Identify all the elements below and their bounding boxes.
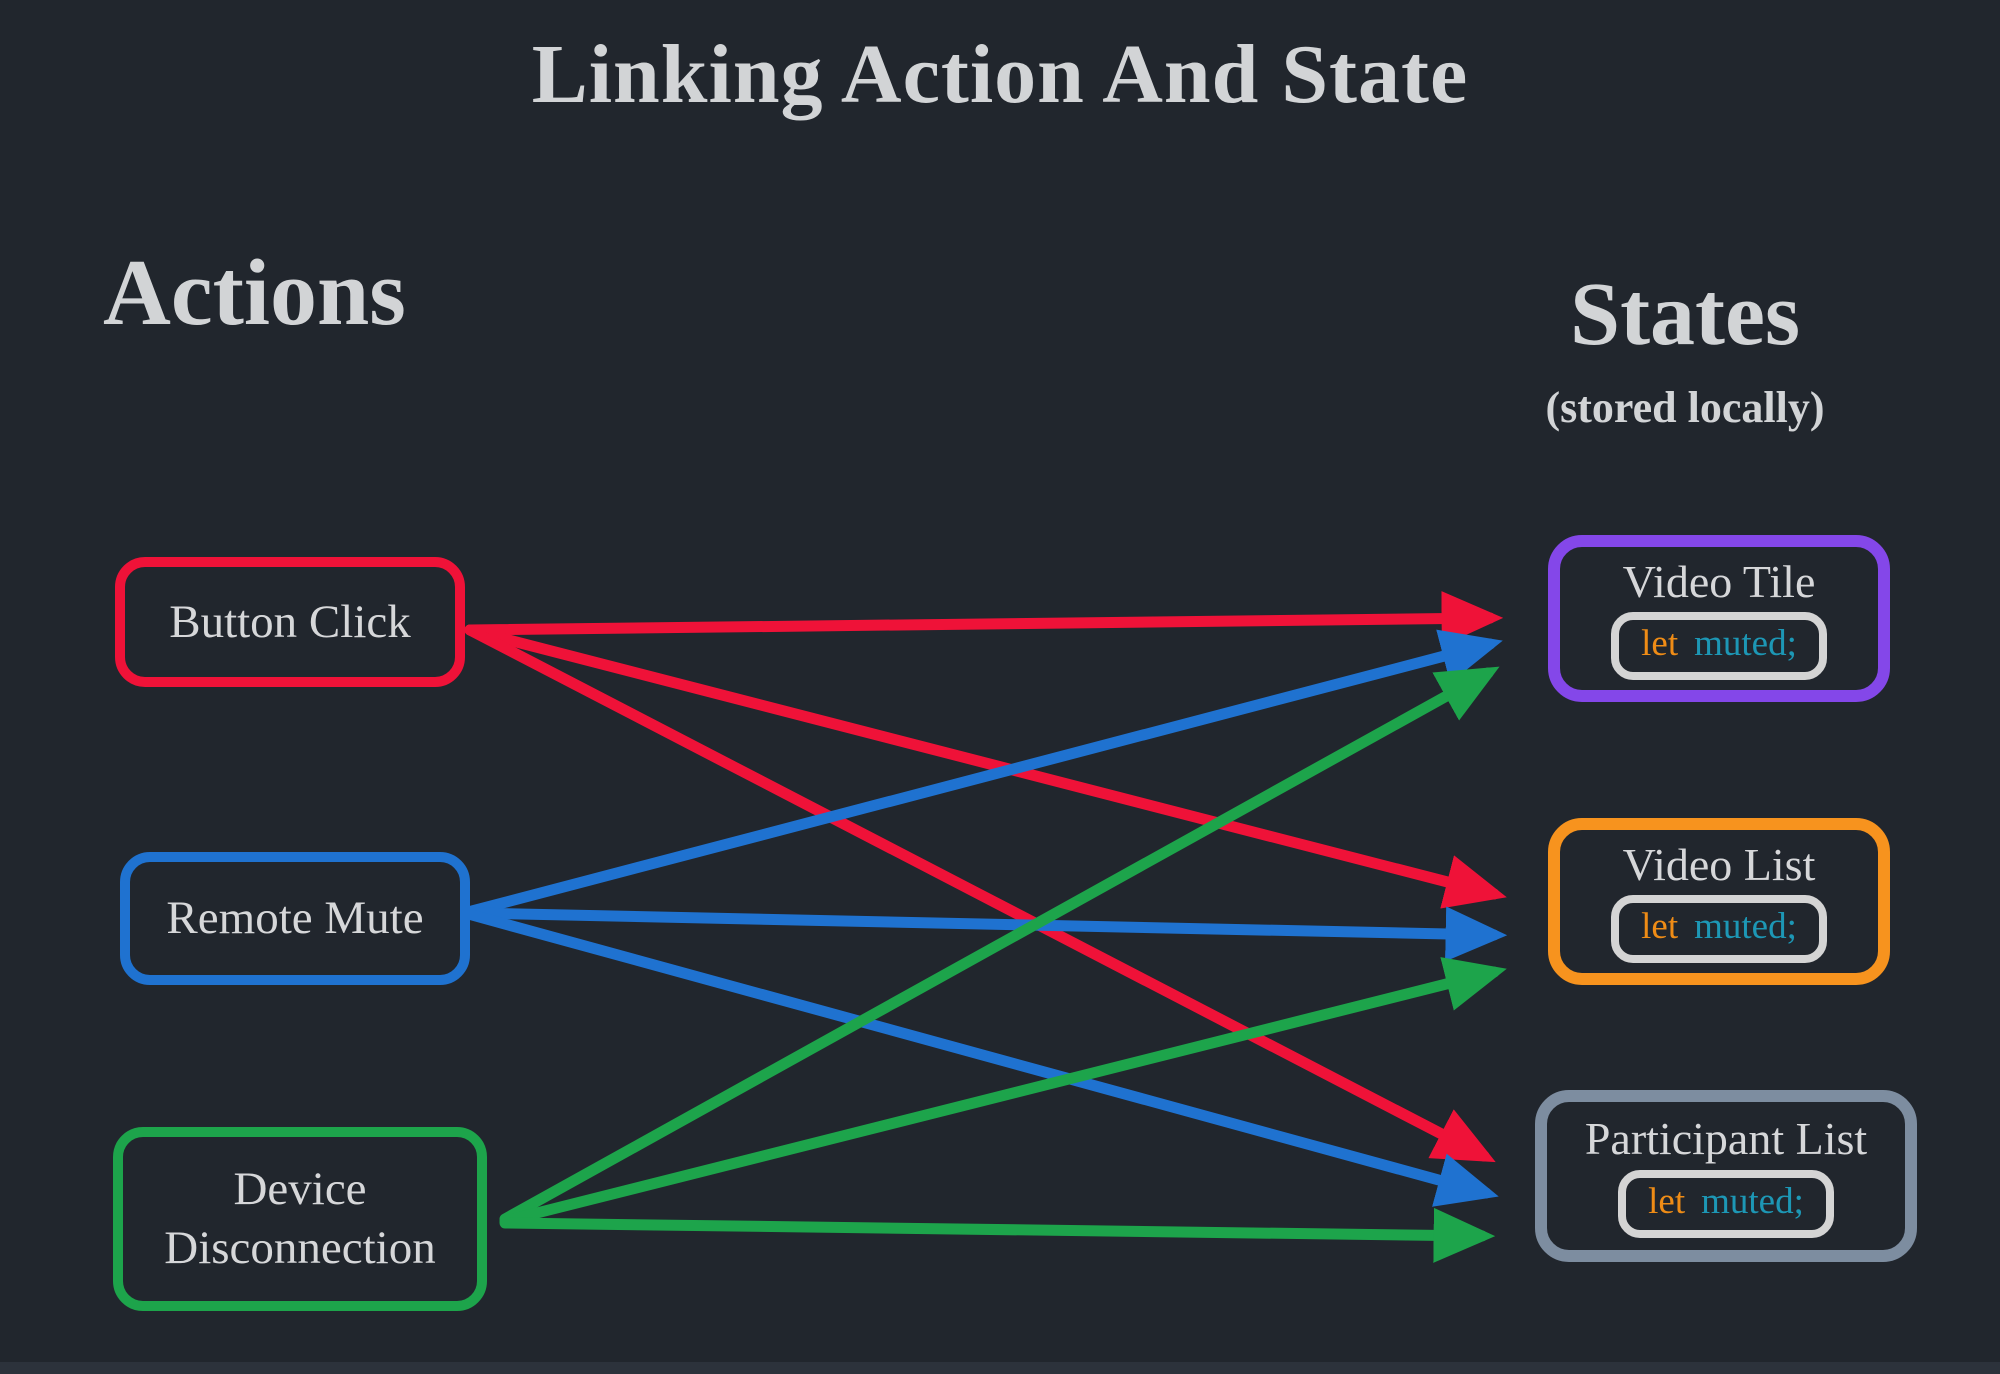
- page-title: Linking Action And State: [531, 28, 1469, 121]
- state-label: Video List: [1622, 838, 1816, 890]
- code-variable: muted;: [1694, 623, 1797, 665]
- code-variable: muted;: [1694, 906, 1797, 948]
- states-subheading: (stored locally): [1545, 383, 1825, 432]
- code-keyword: let: [1641, 906, 1679, 948]
- code-variable: muted;: [1701, 1180, 1804, 1222]
- code-keyword: let: [1648, 1180, 1686, 1222]
- action-label: Remote Mute: [166, 892, 424, 945]
- arrow-device-disconnection-to-participant-list: [499, 1207, 1496, 1263]
- state-label: Participant List: [1584, 1113, 1868, 1165]
- arrow-button-click-to-participant-list: [464, 624, 1496, 1163]
- states-heading: States: [1570, 265, 1800, 364]
- arrow-device-disconnection-to-video-list: [499, 957, 1507, 1227]
- code-chip: let muted;: [1611, 612, 1827, 681]
- action-box-device-disconnection: Device Disconnection: [113, 1127, 487, 1311]
- action-box-button-click: Button Click: [115, 557, 465, 687]
- arrow-button-click-to-video-list: [464, 624, 1507, 909]
- code-chip: let muted;: [1618, 1169, 1834, 1238]
- code-keyword: let: [1641, 623, 1679, 665]
- code-chip: let muted;: [1611, 895, 1827, 964]
- states-heading-block: States (stored locally): [1450, 270, 1920, 430]
- action-box-remote-mute: Remote Mute: [120, 852, 470, 985]
- state-label: Video Tile: [1622, 555, 1816, 607]
- state-box-video-list: Video List let muted;: [1548, 818, 1890, 985]
- action-label: Device Disconnection: [164, 1163, 436, 1274]
- arrow-button-click-to-video-tile: [464, 591, 1504, 647]
- action-label: Button Click: [169, 595, 411, 648]
- state-box-video-tile: Video Tile let muted;: [1548, 535, 1890, 702]
- state-box-participant-list: Participant List let muted;: [1535, 1090, 1917, 1262]
- arrow-device-disconnection-to-video-tile: [499, 666, 1500, 1225]
- arrow-remote-mute-to-participant-list: [466, 909, 1499, 1207]
- bottom-edge-strip: [0, 1362, 2000, 1374]
- actions-heading: Actions: [103, 241, 406, 345]
- arrow-remote-mute-to-video-tile: [466, 629, 1503, 917]
- arrow-remote-mute-to-video-list: [466, 906, 1508, 962]
